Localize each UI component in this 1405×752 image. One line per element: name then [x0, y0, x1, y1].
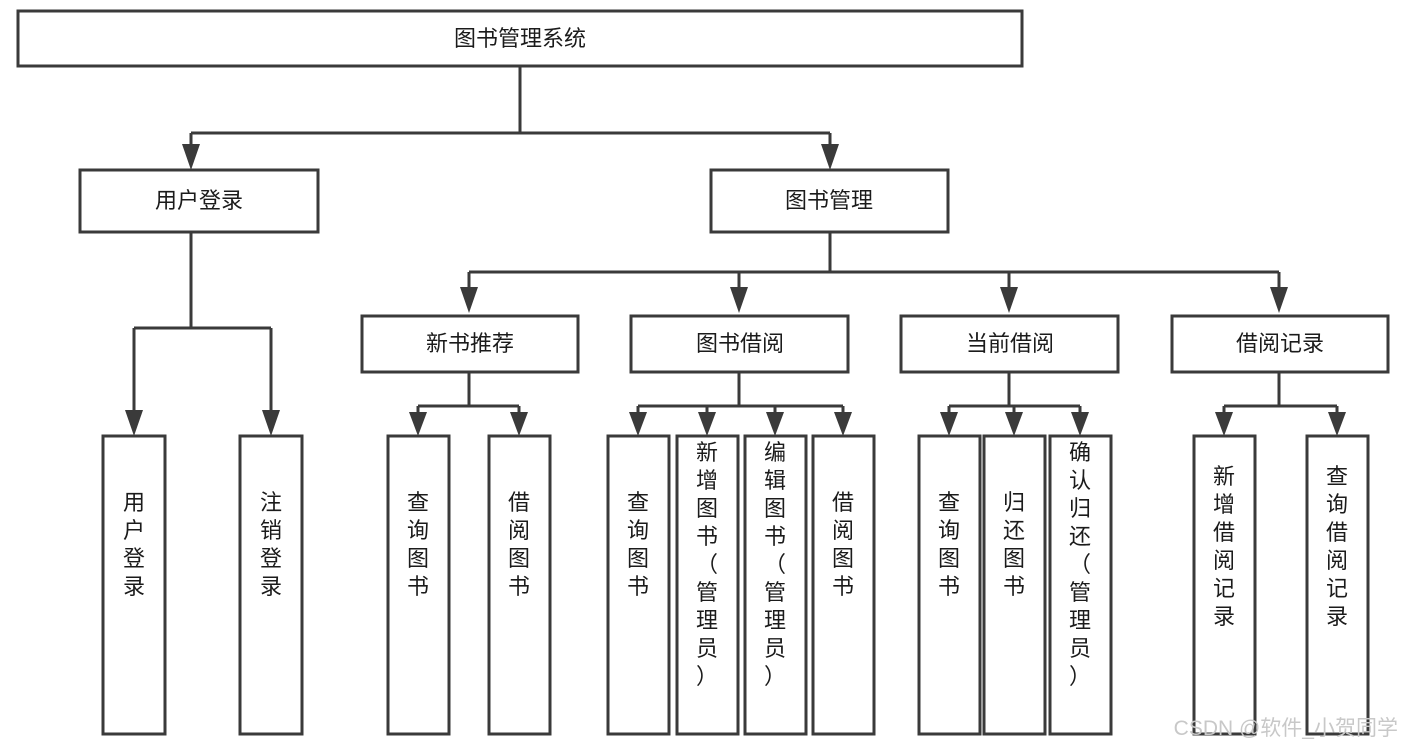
node-new-book-recommend[interactable]: 新书推荐	[360, 314, 580, 374]
arrow-leaf-query-record-icon	[1328, 412, 1346, 436]
node-leaf-add-record-box[interactable]	[1192, 434, 1257, 736]
node-leaf-query-book-2-label: 查询图书	[627, 490, 649, 599]
node-leaf-add-record[interactable]: 新增借阅记录	[1192, 434, 1257, 736]
node-leaf-logout-login-box[interactable]	[238, 434, 304, 736]
node-user-login-label: 用户登录	[155, 188, 243, 213]
arrow-leaf-confirm-return-icon	[1071, 412, 1089, 436]
node-leaf-borrow-book-1[interactable]: 借阅图书	[487, 434, 552, 736]
node-leaf-add-book[interactable]: 新增图书（管理员）	[675, 434, 740, 736]
arrow-leaf-logout-login-icon	[262, 410, 280, 436]
node-leaf-query-record[interactable]: 查询借阅记录	[1305, 434, 1370, 736]
node-leaf-add-record-label: 新增借阅记录	[1213, 464, 1235, 629]
arrow-leaf-return-book-icon	[1005, 412, 1023, 436]
node-leaf-query-book-1[interactable]: 查询图书	[386, 434, 451, 736]
node-leaf-borrow-book-2-box[interactable]	[811, 434, 876, 736]
node-leaf-borrow-book-2-label: 借阅图书	[832, 490, 854, 599]
arrow-to-borrow-record-icon	[1270, 287, 1288, 313]
arrow-to-book-management-icon	[821, 144, 839, 170]
arrow-leaf-query-book-1-icon	[409, 412, 427, 436]
node-leaf-query-record-label: 查询借阅记录	[1326, 464, 1348, 629]
arrow-leaf-borrow-book-1-icon	[510, 412, 528, 436]
node-leaf-edit-book[interactable]: 编辑图书（管理员）	[743, 434, 808, 736]
node-root[interactable]: 图书管理系统	[16, 9, 1024, 68]
node-leaf-query-book-2[interactable]: 查询图书	[606, 434, 671, 736]
arrow-leaf-borrow-book-2-icon	[834, 412, 852, 436]
node-leaf-edit-book-label: 编辑图书（管理员）	[764, 440, 786, 689]
arrow-leaf-add-book-icon	[698, 412, 716, 436]
node-new-book-recommend-box[interactable]	[360, 314, 580, 374]
node-book-borrow[interactable]: 图书借阅	[629, 314, 850, 374]
node-leaf-return-book-label: 归还图书	[1003, 490, 1025, 599]
node-book-management-label: 图书管理	[785, 188, 873, 213]
node-leaf-confirm-return-label: 确认归还（管理员）	[1069, 440, 1091, 689]
node-leaf-confirm-return[interactable]: 确认归还（管理员）	[1048, 434, 1113, 736]
arrow-to-current-borrow-icon	[1000, 287, 1018, 313]
node-root-label: 图书管理系统	[454, 26, 586, 51]
node-borrow-record[interactable]: 借阅记录	[1170, 314, 1390, 374]
node-current-borrow[interactable]: 当前借阅	[899, 314, 1120, 374]
node-book-borrow-label: 图书借阅	[696, 331, 784, 356]
arrow-to-book-borrow-icon	[730, 287, 748, 313]
node-leaf-query-record-box[interactable]	[1305, 434, 1370, 736]
node-leaf-query-book-3[interactable]: 查询图书	[917, 434, 982, 736]
arrow-leaf-query-book-3-icon	[940, 412, 958, 436]
arrow-to-user-login-icon	[182, 144, 200, 170]
node-leaf-add-book-label: 新增图书（管理员）	[696, 440, 718, 689]
node-leaf-query-book-3-label: 查询图书	[938, 490, 960, 599]
node-leaf-borrow-book-1-box[interactable]	[487, 434, 552, 736]
node-leaf-borrow-book-2[interactable]: 借阅图书	[811, 434, 876, 736]
node-leaf-query-book-1-box[interactable]	[386, 434, 451, 736]
node-book-borrow-box[interactable]	[629, 314, 850, 374]
node-leaf-confirm-return-box[interactable]	[1048, 434, 1113, 736]
node-user-login[interactable]: 用户登录	[78, 168, 320, 234]
arrow-leaf-edit-book-icon	[766, 412, 784, 436]
node-leaf-return-book[interactable]: 归还图书	[982, 434, 1047, 736]
node-leaf-user-login[interactable]: 用户登录	[101, 434, 167, 736]
node-leaf-user-login-box[interactable]	[101, 434, 167, 736]
node-leaf-query-book-3-box[interactable]	[917, 434, 982, 736]
node-leaf-add-book-box[interactable]	[675, 434, 740, 736]
arrow-leaf-query-book-2-icon	[629, 412, 647, 436]
node-borrow-record-box[interactable]	[1170, 314, 1390, 374]
node-leaf-logout-login[interactable]: 注销登录	[238, 434, 304, 736]
node-leaf-return-book-box[interactable]	[982, 434, 1047, 736]
node-book-management-box[interactable]	[709, 168, 950, 234]
node-user-login-box[interactable]	[78, 168, 320, 234]
arrow-leaf-user-login-icon	[125, 410, 143, 436]
node-current-borrow-label: 当前借阅	[966, 331, 1054, 356]
node-leaf-query-book-1-label: 查询图书	[407, 490, 429, 599]
node-leaf-user-login-label: 用户登录	[123, 490, 145, 599]
arrow-to-new-book-recommend-icon	[460, 287, 478, 313]
csdn-watermark: CSDN @软件_小贺同学	[1174, 717, 1398, 740]
connector-layer	[125, 66, 1346, 436]
node-leaf-borrow-book-1-label: 借阅图书	[508, 490, 530, 599]
node-new-book-recommend-label: 新书推荐	[426, 331, 514, 356]
node-borrow-record-label: 借阅记录	[1236, 331, 1324, 356]
arrow-leaf-add-record-icon	[1215, 412, 1233, 436]
node-book-management[interactable]: 图书管理	[709, 168, 950, 234]
node-current-borrow-box[interactable]	[899, 314, 1120, 374]
node-leaf-query-book-2-box[interactable]	[606, 434, 671, 736]
node-leaf-edit-book-box[interactable]	[743, 434, 808, 736]
node-leaf-logout-login-label: 注销登录	[260, 490, 282, 599]
node-root-box[interactable]	[16, 9, 1024, 68]
